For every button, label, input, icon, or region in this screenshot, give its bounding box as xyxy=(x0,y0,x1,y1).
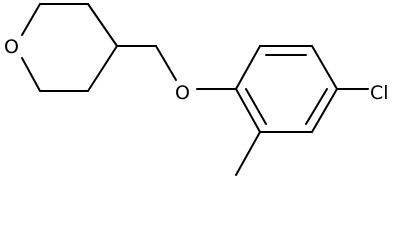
double-bond-ar4-ar5 xyxy=(305,88,328,125)
substituents xyxy=(235,88,369,176)
bond-o1-c2 xyxy=(21,3,41,36)
chlorine-label: Cl xyxy=(370,82,389,104)
ring-oxygen-label: O xyxy=(4,36,19,58)
double-bond-ar6-ar1 xyxy=(245,88,267,125)
bond-c4-c5 xyxy=(87,45,118,92)
chemical-structure: O O Cl xyxy=(4,3,389,176)
bond-ar1-ar2 xyxy=(235,45,261,90)
bond-ch2-o xyxy=(155,45,177,81)
bond-ar3-ar4 xyxy=(311,45,338,90)
bond-c3-c4 xyxy=(87,3,118,47)
benzene-ring xyxy=(235,45,338,133)
bond-c6-o1 xyxy=(21,57,41,92)
ether-linker xyxy=(116,45,237,90)
bond-aryl-methyl xyxy=(235,131,261,176)
bond-ar6-ar1 xyxy=(235,88,261,133)
ether-oxygen-label: O xyxy=(175,82,190,104)
tetrahydropyran-ring xyxy=(21,3,118,92)
bond-ar4-ar5 xyxy=(311,88,338,133)
